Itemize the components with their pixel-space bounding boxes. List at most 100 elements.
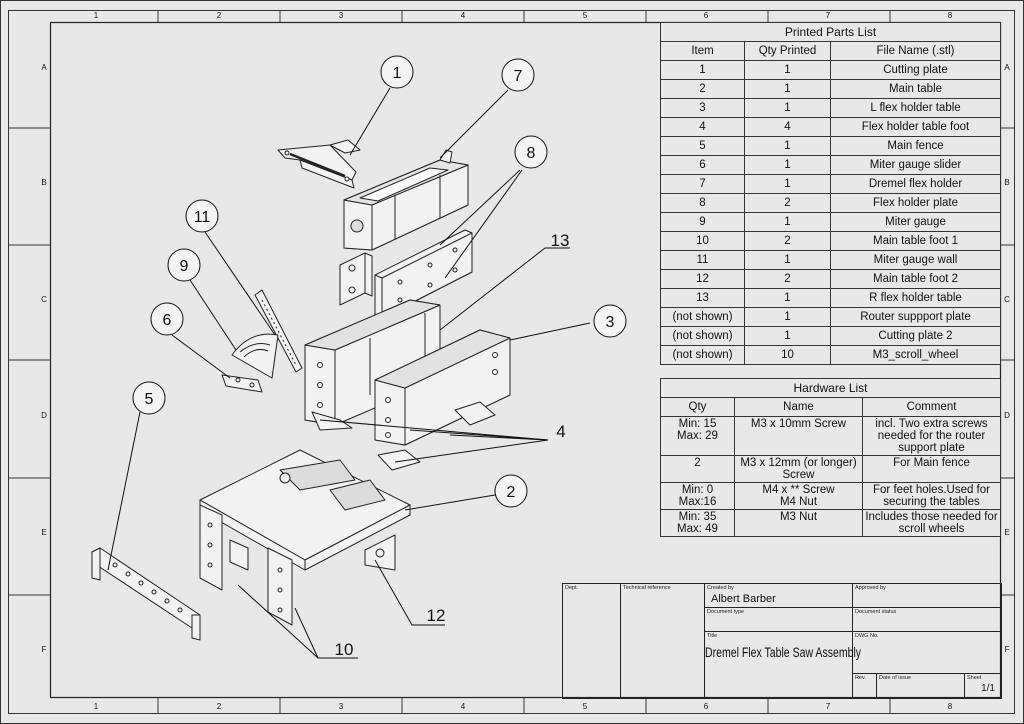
parts-list-cell: Flex holder plate: [830, 193, 1001, 213]
title-cell: Title Dremel Flex Table Saw Assembly: [705, 632, 861, 698]
leader-lines: [107, 87, 591, 659]
part-7-dremel-flex-holder: [343, 149, 469, 251]
hardware-list-cell: Includes those needed for scroll wheels: [862, 509, 1001, 537]
zone-row-label: B: [41, 178, 46, 187]
hardware-list-header: Name: [734, 397, 863, 417]
hardware-list-cell: 2: [660, 455, 735, 483]
parts-list-cell: 1: [744, 288, 831, 308]
parts-list-cell: 11: [660, 250, 745, 270]
hardware-list-cell: Min: 35 Max: 49: [660, 509, 735, 537]
parts-list-cell: 10: [744, 345, 831, 365]
parts-list-cell: 1: [744, 174, 831, 194]
zone-column-label: 8: [948, 11, 953, 20]
balloon-label: 2: [507, 484, 516, 501]
created-by-value: Albert Barber: [711, 593, 776, 605]
part-11-miter-gauge-wall: [254, 289, 303, 373]
balloon-label: 6: [163, 312, 172, 329]
zone-row-label: F: [42, 645, 47, 654]
parts-list-header: Qty Printed: [744, 41, 831, 61]
parts-list-cell: 1: [744, 60, 831, 80]
hardware-list-cell: For Main fence: [862, 455, 1001, 483]
hardware-list-header: Qty: [660, 397, 735, 417]
hardware-list-cell: For feet holes.Used for securing the tab…: [862, 482, 1001, 510]
hardware-list-cell: Min: 15 Max: 29: [660, 416, 735, 456]
hardware-list-cell: M3 Nut: [734, 509, 863, 537]
zone-column-label: 4: [461, 11, 466, 20]
zone-row-label: D: [41, 411, 47, 420]
rev-label: Rev.: [855, 675, 866, 681]
parts-list-cell: Router suppport plate: [830, 307, 1001, 327]
balloon-label: 10: [335, 640, 354, 659]
parts-list-cell: Main table foot 1: [830, 231, 1001, 251]
part-13-flex-holder-table: [304, 299, 441, 431]
parts-list-cell: 1: [744, 136, 831, 156]
technical-reference-cell: Technical reference: [621, 584, 705, 698]
balloon-13: 13: [551, 231, 570, 250]
zone-column-label: 4: [461, 702, 466, 711]
parts-list-cell: Dremel flex holder: [830, 174, 1001, 194]
parts-list-cell: Main fence: [830, 136, 1001, 156]
zone-column-label: 6: [704, 11, 709, 20]
balloon-1: 1: [380, 55, 414, 89]
created-by-cell: Created by Albert Barber: [705, 584, 853, 608]
zone-row-label: E: [41, 528, 46, 537]
balloon-label: 9: [180, 258, 189, 275]
approved-by-cell: Approved by: [853, 584, 1001, 608]
parts-list-title: Printed Parts List: [660, 22, 1001, 42]
zone-column-label: 3: [339, 702, 344, 711]
zone-row-label: B: [1004, 178, 1009, 187]
parts-list-cell: 1: [744, 155, 831, 175]
drawing-title: Dremel Flex Table Saw Assembly: [705, 645, 862, 660]
balloon-3: 3: [593, 304, 627, 338]
parts-list-cell: Main table foot 2: [830, 269, 1001, 289]
parts-list-cell: (not shown): [660, 326, 745, 346]
parts-list-cell: 2: [744, 269, 831, 289]
balloon-5: 5: [132, 381, 166, 415]
zone-row-label: D: [1004, 411, 1010, 420]
dept-label: Dept.: [565, 585, 579, 591]
parts-list-cell: 2: [744, 231, 831, 251]
parts-list-cell: 1: [660, 60, 745, 80]
balloon-label: 4: [556, 422, 565, 441]
parts-list-cell: 12: [660, 269, 745, 289]
zone-column-label: 2: [217, 702, 222, 711]
technical-reference-label: Technical reference: [623, 585, 671, 591]
balloon-2: 2: [494, 474, 528, 508]
balloon-label: 7: [514, 68, 523, 85]
document-status-label: Document status: [855, 609, 897, 615]
zone-column-label: 2: [217, 11, 222, 20]
part-1-cutting-plate: [277, 139, 361, 189]
balloon-8: 8: [514, 135, 548, 169]
parts-list-cell: 5: [660, 136, 745, 156]
parts-list-cell: Miter gauge wall: [830, 250, 1001, 270]
dwg-no-label: DWG No.: [855, 633, 879, 639]
assembly-drawing: [91, 139, 511, 641]
parts-list-cell: 1: [744, 98, 831, 118]
balloon-label: 5: [145, 391, 154, 408]
parts-list-cell: 13: [660, 288, 745, 308]
part-2-main-table: [199, 449, 411, 626]
zone-row-label: F: [1005, 645, 1010, 654]
balloon-6: 6: [150, 302, 184, 336]
parts-list-cell: Miter gauge: [830, 212, 1001, 232]
parts-list-cell: 1: [744, 79, 831, 99]
zone-row-label: C: [1004, 295, 1010, 304]
document-status-cell: Document status: [853, 608, 1001, 632]
balloon-label: 11: [194, 209, 211, 226]
hardware-list-cell: M3 x 12mm (or longer) Screw: [734, 455, 863, 483]
dwg-no-cell: DWG No.: [853, 632, 1001, 674]
parts-list-cell: M3_scroll_wheel: [830, 345, 1001, 365]
zone-column-label: 5: [583, 702, 588, 711]
part-5-main-fence: [91, 547, 201, 641]
parts-list-cell: 7: [660, 174, 745, 194]
